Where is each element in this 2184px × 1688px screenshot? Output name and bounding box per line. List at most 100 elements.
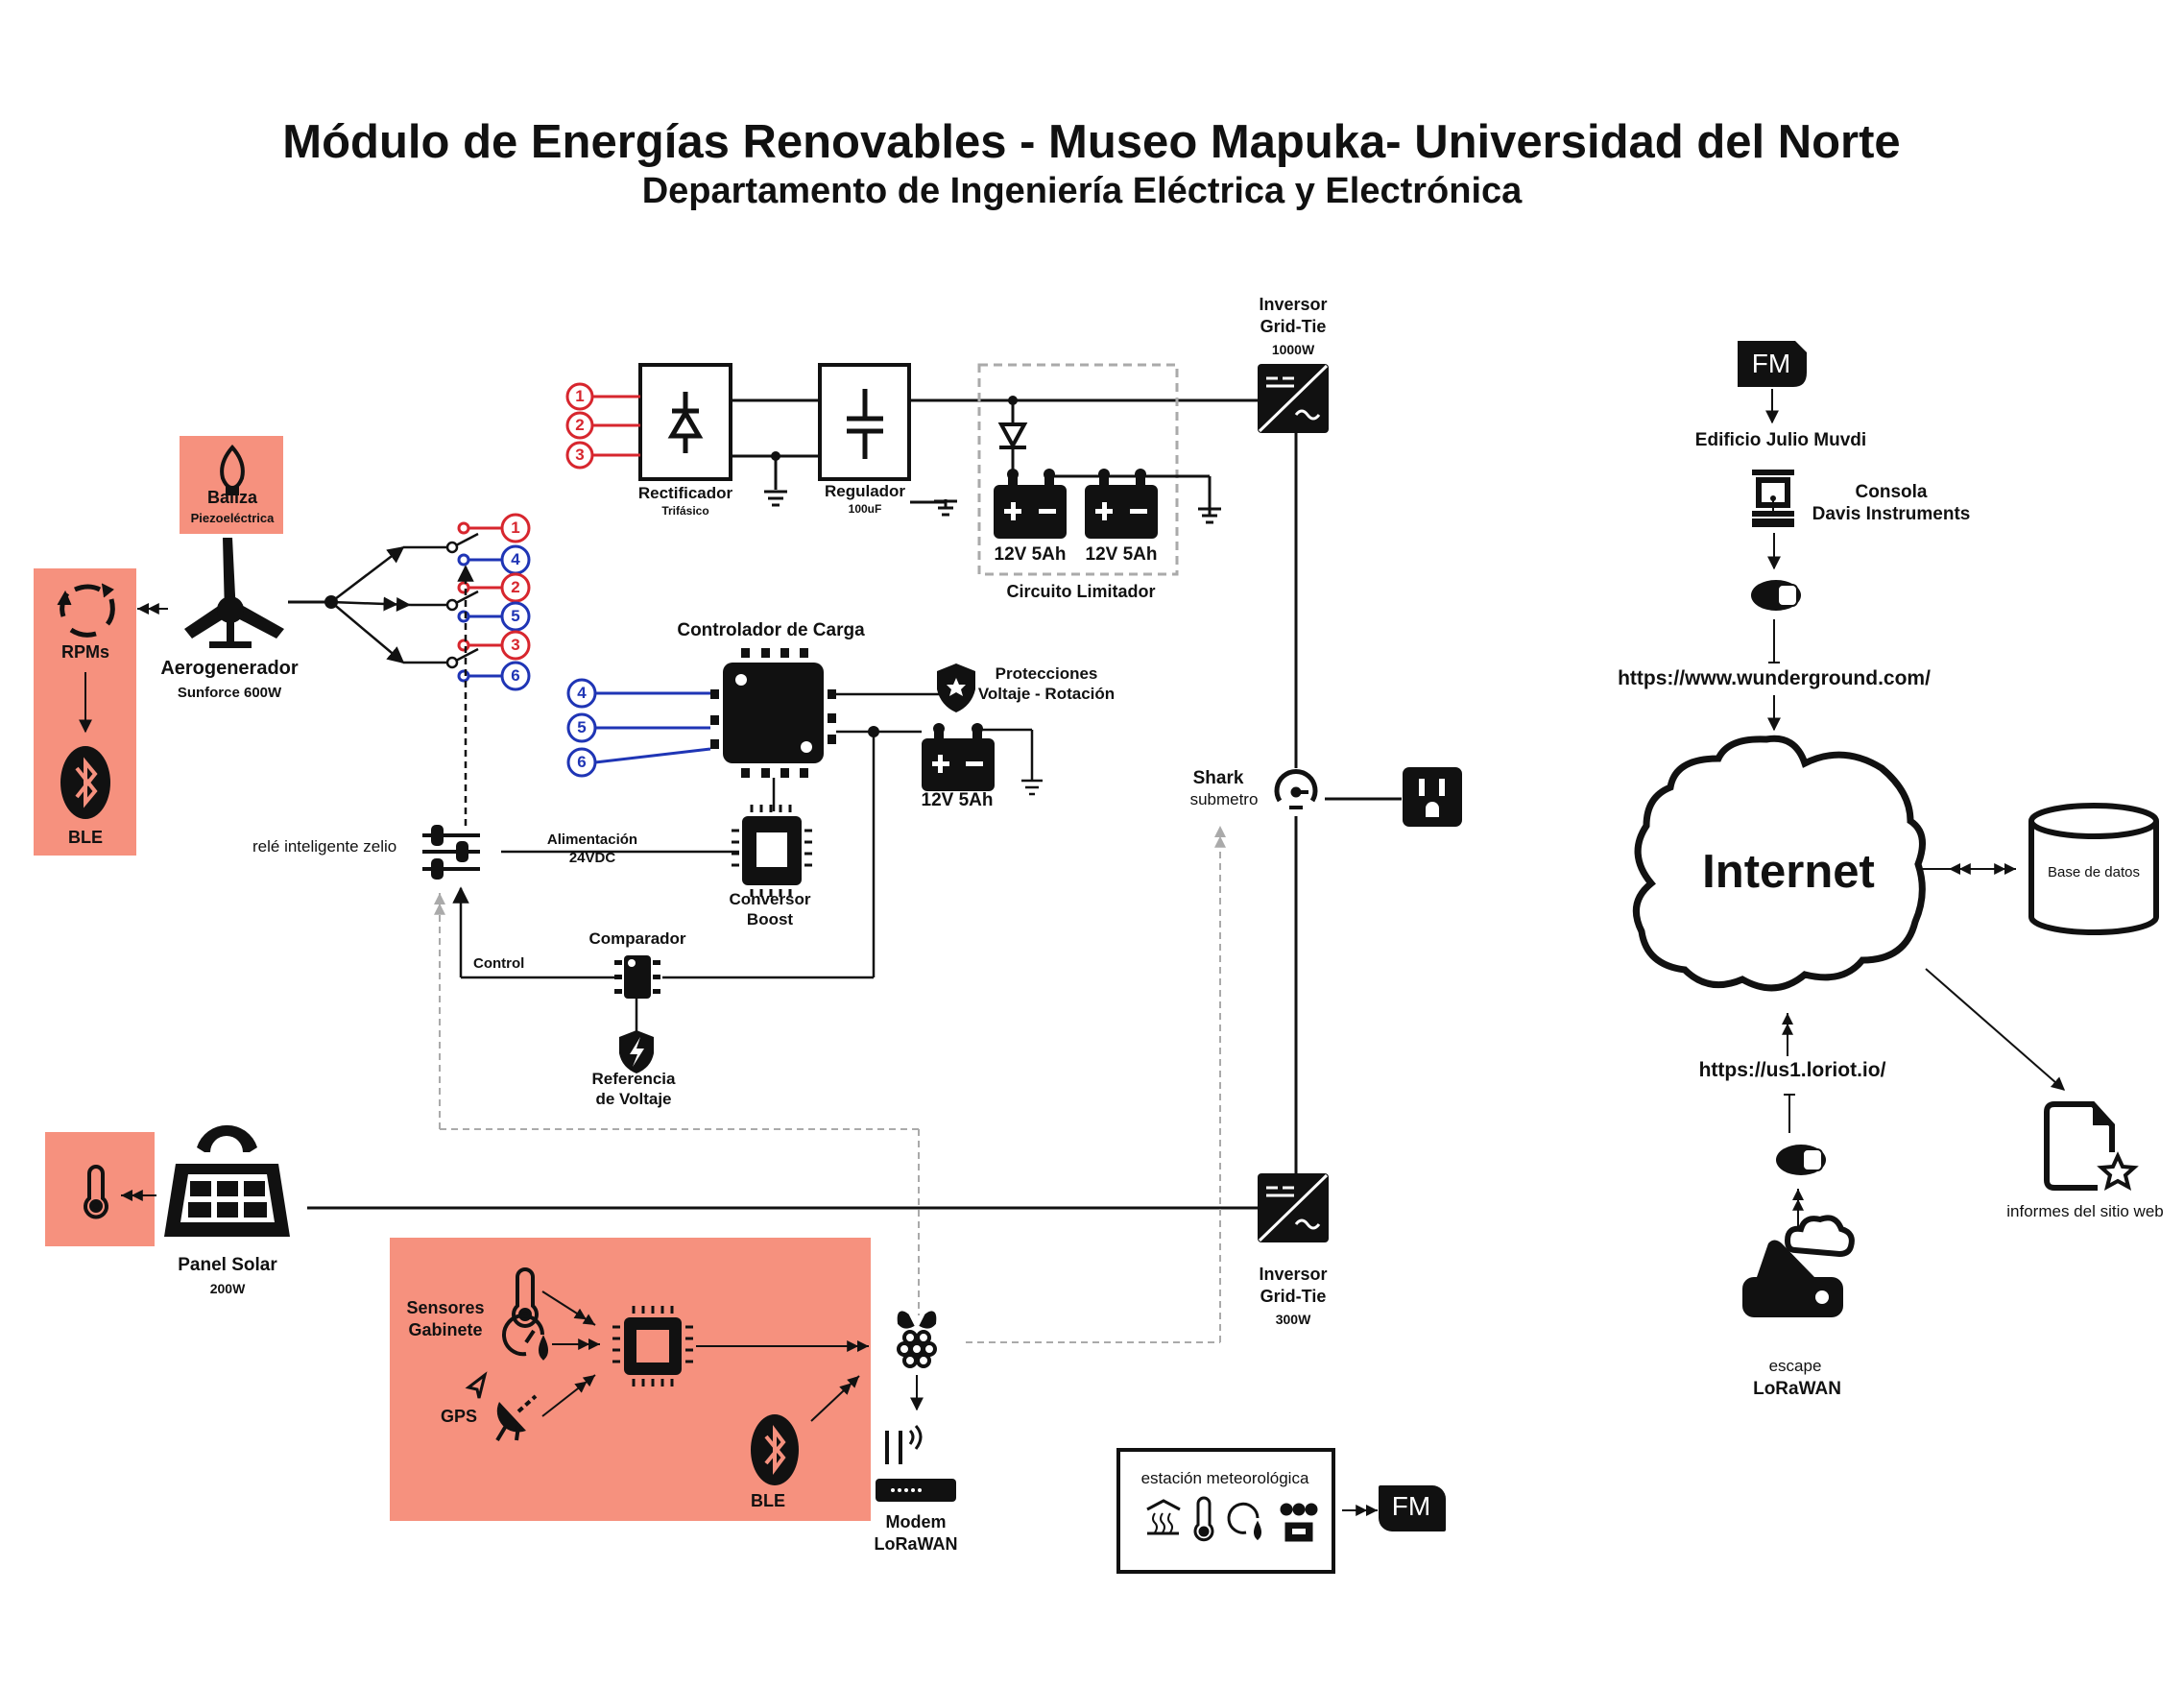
cabinet-ble-label: BLE [751, 1491, 785, 1510]
gateway-line2: LoRaWAN [1753, 1379, 1841, 1399]
console-line2: Davis Instruments [1812, 504, 1971, 524]
rectifier-subtitle: Trifásico [661, 504, 709, 518]
solar-panel-icon [164, 1124, 290, 1237]
regulator-block [818, 363, 911, 481]
battery-2-label: 12V 5Ah [1085, 544, 1158, 565]
solar-temperature-box [45, 1132, 155, 1246]
inverter-top-line2: Grid-Tie [1260, 317, 1327, 336]
inverter-top-power: 1000W [1271, 342, 1315, 357]
inverter-1000w-icon [1258, 364, 1329, 433]
relay-label: relé inteligente zelio [252, 837, 397, 856]
rpm-rotation-icon [57, 583, 115, 638]
controller-terminal-4: 4 [577, 684, 587, 702]
controller-terminal-5: 5 [577, 718, 587, 736]
controller-terminal-6: 6 [577, 753, 587, 771]
microcontroller-chip-icon [612, 1306, 693, 1387]
turbine-subtitle: Sunforce 600W [177, 685, 282, 701]
gps-satellite-icon [465, 1371, 538, 1442]
switch-terminal-5: 5 [511, 607, 520, 625]
charge-controller-chip-icon [710, 648, 836, 778]
relay-switches [445, 532, 479, 669]
bluetooth-icon [751, 1414, 799, 1485]
lorawan-gateway-icon [1742, 1215, 1855, 1317]
solar-power: 200W [209, 1281, 246, 1296]
limiter-dashed-box [977, 363, 1179, 576]
diagram-title: Módulo de Energías Renovables - Museo Ma… [282, 116, 1901, 168]
fm-radio-icon [1738, 341, 1807, 387]
comparator-chip-icon [614, 955, 660, 999]
boost-converter-chip-icon [732, 805, 812, 897]
wifi-icon [1751, 580, 1801, 611]
solar-title: Panel Solar [178, 1255, 277, 1275]
building-label: Edificio Julio Muvdi [1694, 430, 1867, 450]
baliza-title: Baliza [206, 488, 258, 507]
station-fm-label: FM [1391, 1491, 1431, 1521]
protections-shield-icon [937, 663, 975, 712]
modem-line2: LoRaWAN [874, 1534, 958, 1554]
gateway-line1: escape [1768, 1357, 1822, 1375]
boost-line1: Conversor [729, 890, 811, 908]
protections-line2: Voltaje - Rotación [977, 685, 1116, 703]
beacon-bulb-icon [220, 444, 245, 495]
fm-top-label: FM [1751, 349, 1791, 378]
sensors-title-line1: Sensores [406, 1298, 485, 1317]
davis-console-icon [1752, 470, 1794, 527]
sensors-title-line2: Gabinete [408, 1320, 483, 1339]
modem-line1: Modem [885, 1512, 947, 1531]
limiter-circuit [997, 400, 1212, 502]
diagram-subtitle: Departamento de Ingeniería Eléctrica y E… [641, 171, 1523, 211]
comparator-label: Comparador [588, 929, 686, 948]
junction-dot [771, 451, 780, 461]
weather-station-box [1116, 1448, 1335, 1574]
terminal-3: 3 [575, 446, 585, 464]
battery-icon [1085, 469, 1158, 539]
turbine-title: Aerogenerador [160, 658, 299, 679]
battery-icon [994, 469, 1067, 539]
wind-turbine-icon [184, 538, 284, 648]
lorawan-modem-icon [876, 1424, 956, 1502]
controller-phase-inputs [566, 678, 711, 778]
rectifier-phase-inputs [565, 382, 640, 470]
regulator-title: Regulador [824, 482, 906, 500]
data-dashed-lines [434, 826, 1226, 1343]
inverter-top-line1: Inversor [1259, 295, 1328, 314]
internet-cloud-shape [1632, 735, 1926, 992]
power-outlet-icon [1403, 767, 1462, 827]
battery-1-label: 12V 5Ah [994, 544, 1067, 565]
limiter-label: Circuito Limitador [1006, 582, 1156, 601]
ground-symbols [764, 456, 1221, 524]
switch-terminal-1: 1 [511, 518, 520, 537]
internet-label: Internet [1702, 846, 1875, 898]
rectifier-block [638, 363, 732, 481]
database-cylinder-icon [2028, 803, 2159, 935]
weather-station-label: estación meteorológica [1140, 1469, 1309, 1487]
battery-icon [922, 723, 995, 791]
terminal-2: 2 [575, 416, 585, 434]
inverter-bottom-power: 300W [1275, 1312, 1311, 1327]
meter-subtitle: submetro [1189, 790, 1259, 808]
controller-title: Controlador de Carga [677, 620, 865, 640]
zelio-relay-icon [422, 825, 480, 880]
wunderground-link[interactable]: https://www.wunderground.com/ [1618, 667, 1931, 689]
protections-line1: Protecciones [995, 664, 1098, 683]
pressure-humidity-icon [502, 1314, 548, 1361]
voltage-reference-shield-icon [619, 1030, 654, 1073]
reports-label: informes del sitio web [2006, 1202, 2164, 1220]
baliza-box [180, 436, 283, 534]
reference-line2: de Voltaje [595, 1090, 672, 1108]
loriot-link[interactable]: https://us1.loriot.io/ [1698, 1059, 1886, 1081]
thermometer-icon [84, 1165, 108, 1219]
reference-line1: Referencia [591, 1070, 676, 1088]
power-label-2: 24VDC [568, 850, 616, 866]
controller-battery-label: 12V 5Ah [921, 790, 994, 810]
weather-station-icons [1146, 1496, 1318, 1542]
boost-line2: Boost [746, 910, 794, 928]
power-label-1: Alimentación [546, 832, 638, 848]
baliza-subtitle: Piezoeléctrica [190, 511, 275, 525]
inverter-bottom-line1: Inversor [1259, 1265, 1328, 1284]
switch-terminals [457, 513, 531, 691]
ble-label: BLE [68, 828, 103, 847]
terminal-1: 1 [575, 387, 585, 405]
switch-terminal-3: 3 [511, 636, 520, 654]
